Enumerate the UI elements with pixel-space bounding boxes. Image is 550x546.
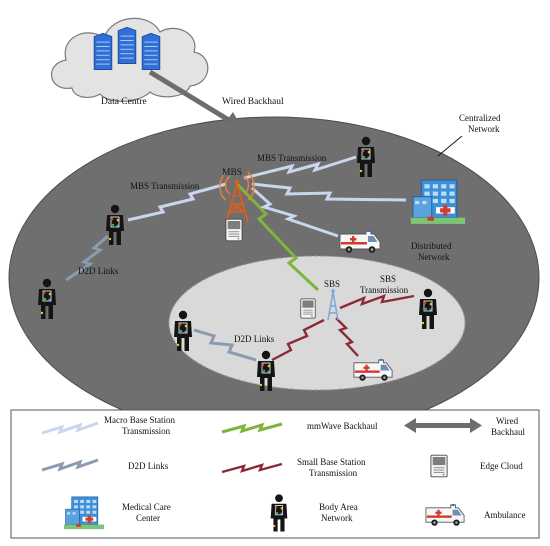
mbs-label: MBS bbox=[222, 168, 242, 178]
edge-cloud-icon bbox=[430, 454, 448, 478]
sbs-links bbox=[271, 294, 415, 362]
macro-link-top bbox=[243, 155, 357, 180]
sbs-link-ambulance bbox=[335, 317, 359, 357]
legend-ban-label: Body Area bbox=[319, 502, 358, 512]
mbs-transmission-top-label: MBS Transmission bbox=[257, 153, 327, 163]
d2d-link-inner bbox=[193, 328, 257, 362]
tower-icon bbox=[219, 171, 255, 223]
legend-medical-label: Medical Care bbox=[122, 502, 171, 512]
sbs-transmission-label: SBS bbox=[380, 274, 396, 284]
macro-links bbox=[127, 155, 407, 238]
d2d-links-outer-label: D2D Links bbox=[78, 266, 119, 276]
tower-icon bbox=[327, 291, 339, 321]
sbs-link-right bbox=[339, 294, 415, 310]
wired-backhaul-label: Wired Backhaul bbox=[222, 97, 284, 107]
legend-wired-label-2: Backhaul bbox=[491, 427, 525, 437]
legend-small-label-2: Transmission bbox=[309, 468, 358, 478]
legend-ambulance-label: Ambulance bbox=[484, 510, 525, 520]
sbs-transmission-label-2: Transmission bbox=[360, 285, 409, 295]
sbs-link-left bbox=[271, 318, 325, 362]
edge-cloud-icon bbox=[300, 298, 316, 319]
legend-wired-arrow bbox=[404, 418, 482, 433]
server-icon bbox=[141, 32, 161, 71]
wired-backhaul-arrow: Wired Backhaul bbox=[148, 69, 284, 128]
sbs-label: SBS bbox=[324, 279, 340, 289]
macro-link-ambulance bbox=[251, 186, 339, 238]
legend-wired-label: Wired bbox=[496, 416, 519, 426]
d2d-links-inner-label: D2D Links bbox=[234, 334, 275, 344]
legend: Macro Base Station Transmission mmWave B… bbox=[10, 409, 540, 539]
centralized-network-label-2: Network bbox=[468, 124, 500, 134]
legend-small-label: Small Base Station bbox=[297, 457, 366, 467]
legend-ban-label-2: Network bbox=[321, 513, 353, 523]
legend-macro-label-2: Transmission bbox=[122, 426, 171, 436]
macro-link-left bbox=[127, 182, 227, 222]
edge-cloud-icon bbox=[225, 218, 243, 242]
legend-d2d-label: D2D Links bbox=[128, 461, 169, 471]
legend-mmwave-line bbox=[221, 422, 283, 434]
sbs-tower: SBS bbox=[324, 279, 340, 321]
legend-macro-line bbox=[41, 421, 99, 435]
distributed-network-label: Distributed bbox=[411, 241, 452, 251]
mmwave-backhaul-link bbox=[235, 182, 320, 292]
macro-link-building bbox=[251, 182, 407, 202]
data-centre-label: Data Centre bbox=[101, 97, 147, 107]
distributed-network-label-2: Network bbox=[418, 252, 450, 262]
server-icon bbox=[117, 26, 137, 65]
d2d-link-outer bbox=[65, 234, 109, 282]
mbs-tower: MBS bbox=[219, 168, 255, 223]
server-icon bbox=[93, 32, 113, 71]
legend-sbs-line bbox=[221, 462, 283, 474]
mbs-transmission-left-label: MBS Transmission bbox=[130, 181, 200, 191]
legend-mmwave-label: mmWave Backhaul bbox=[307, 421, 378, 431]
legend-edge-cloud-label: Edge Cloud bbox=[480, 461, 523, 471]
centralized-network-label: Centralized bbox=[459, 113, 501, 123]
legend-macro-label: Macro Base Station bbox=[104, 415, 175, 425]
legend-medical-label-2: Center bbox=[136, 513, 160, 523]
legend-d2d-line bbox=[41, 458, 99, 472]
pointer-line bbox=[437, 135, 463, 157]
